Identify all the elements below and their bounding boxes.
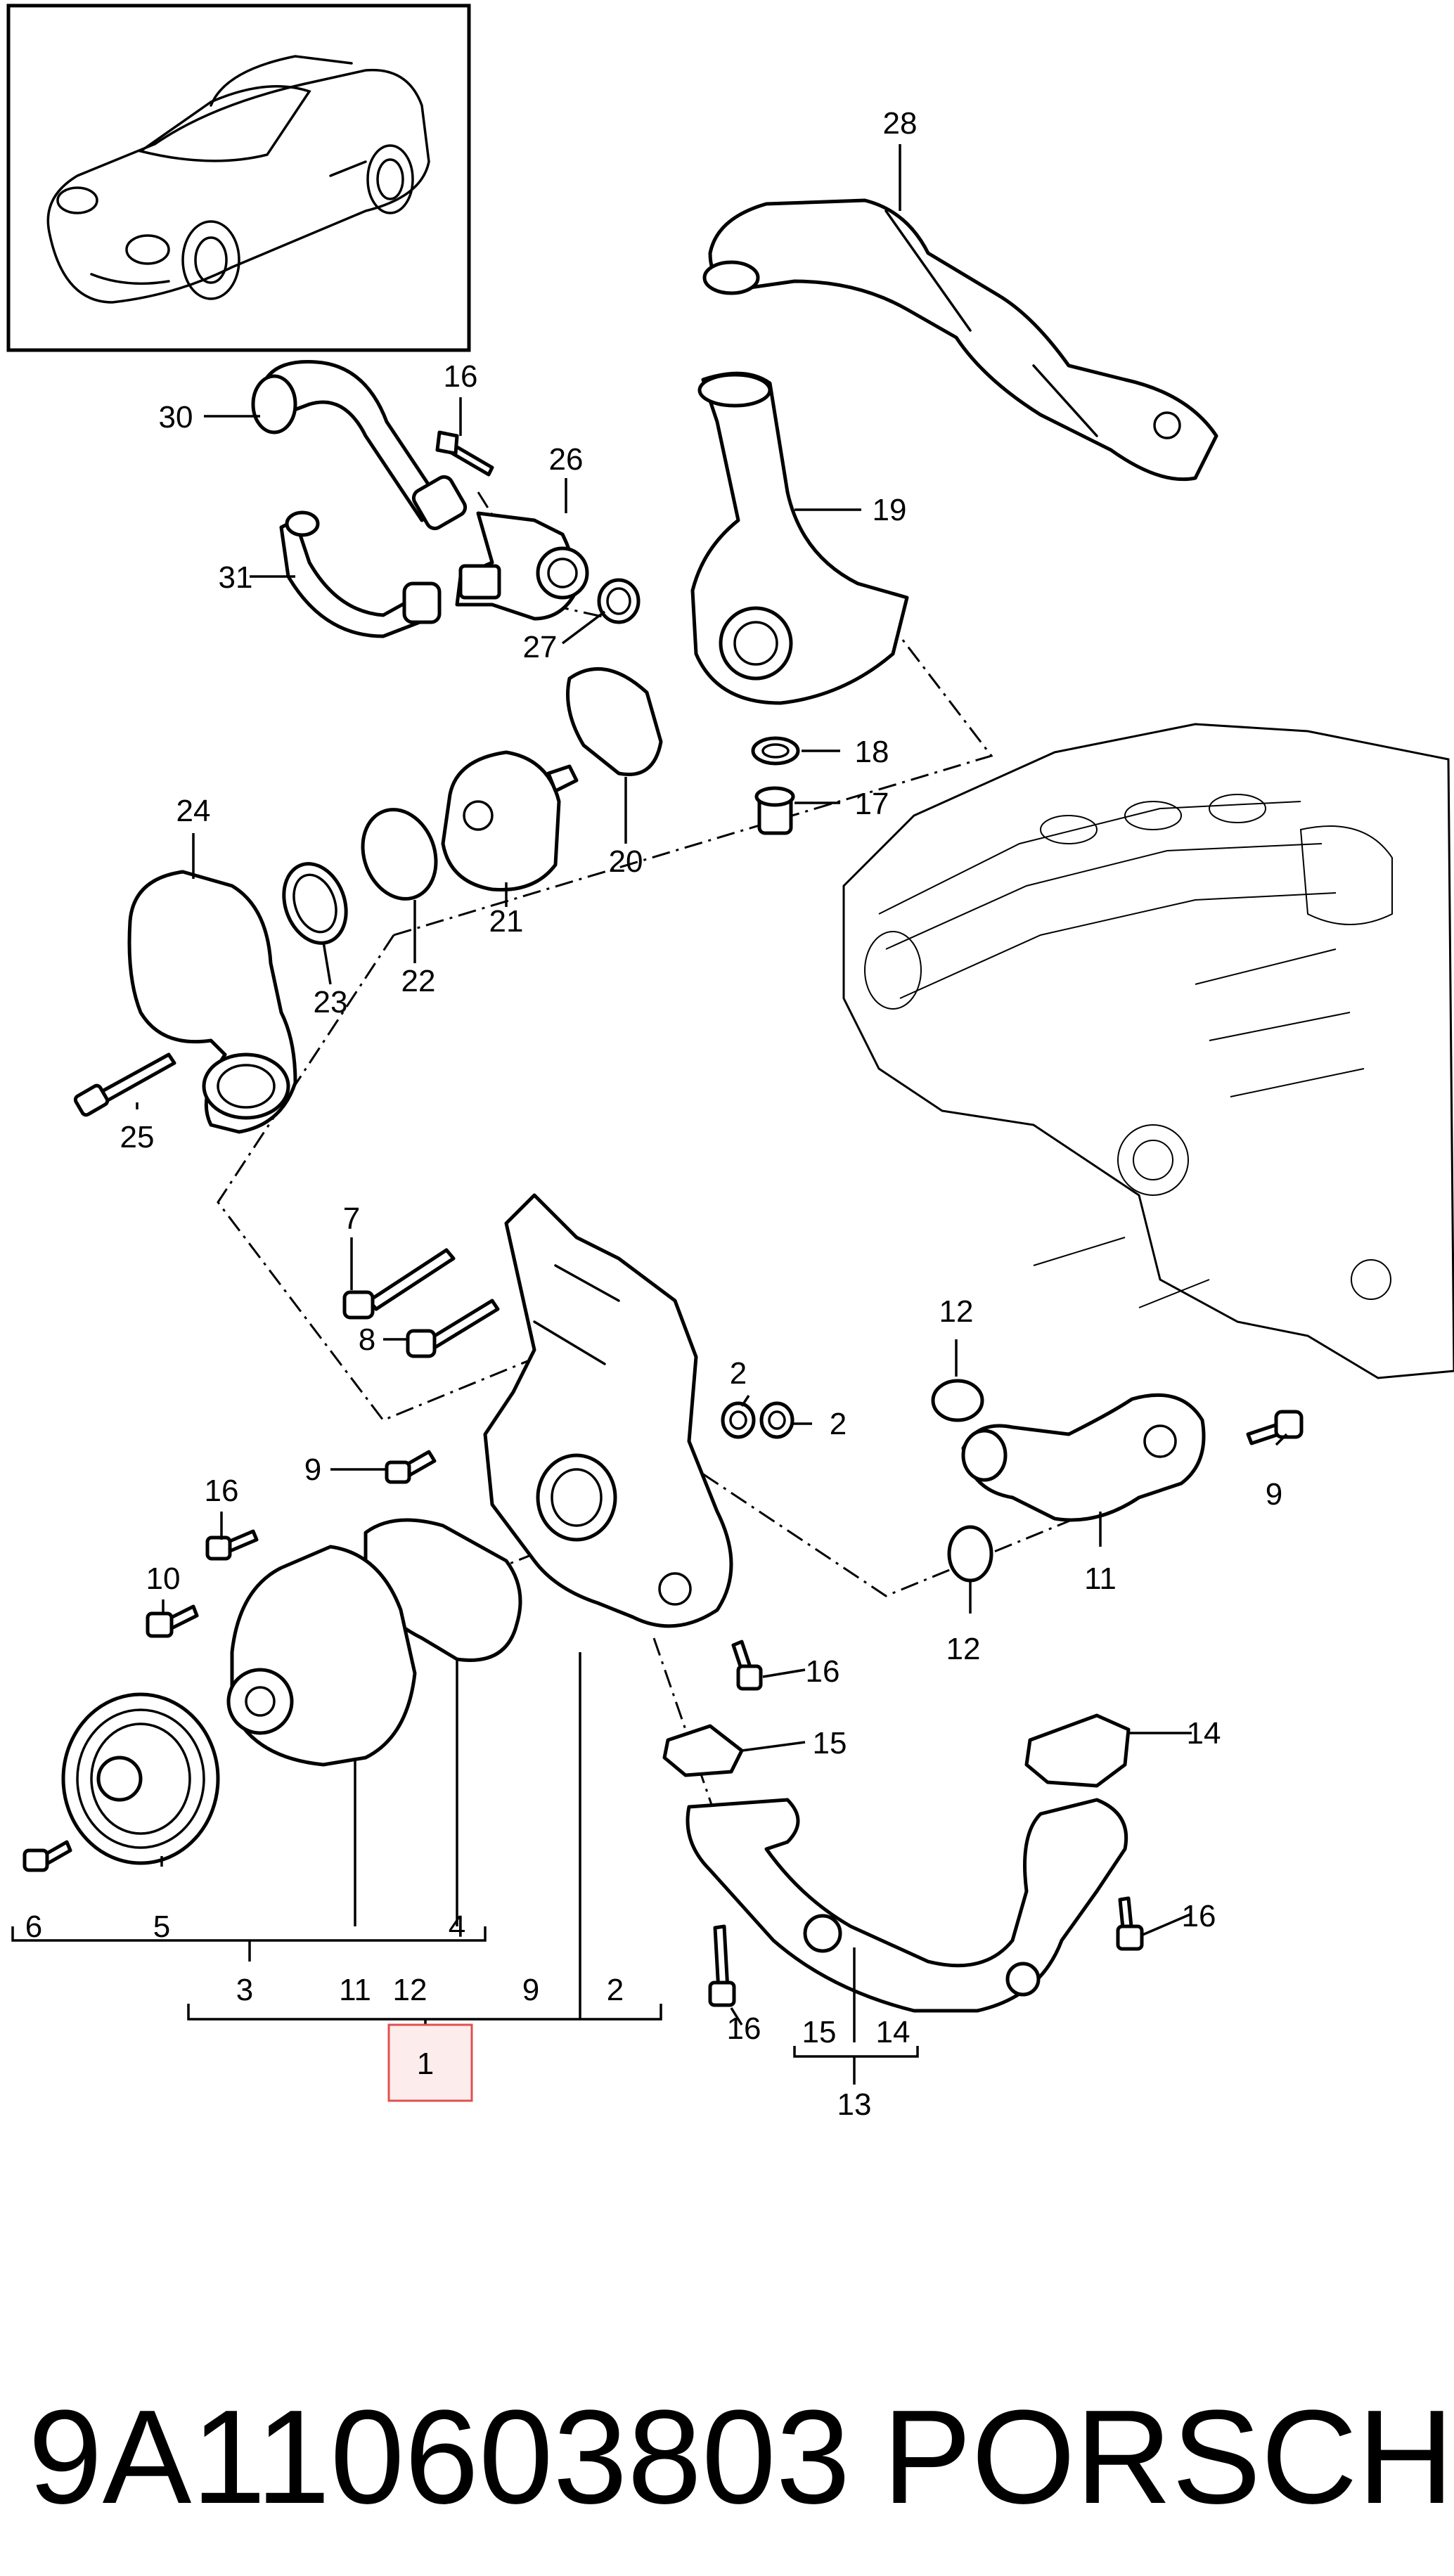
seal-ring-18: [751, 736, 800, 766]
bolt-9-right: [1246, 1410, 1304, 1445]
coolant-pipe-28: [702, 198, 1218, 482]
leader-lines: [11, 144, 1288, 2085]
callout-12-top: 12: [939, 1294, 974, 1329]
callout-2-a: 2: [730, 1356, 747, 1391]
o-ring-22: [361, 808, 438, 901]
callout-28: 28: [883, 106, 918, 141]
callout-22: 22: [401, 964, 436, 998]
callout-12-bottom: 12: [946, 1632, 981, 1666]
callout-26: 26: [549, 442, 584, 477]
callout-27: 27: [523, 630, 558, 664]
callout-30: 30: [159, 400, 193, 434]
water-pump-3: [226, 1545, 417, 1767]
coolant-pipe-13: [686, 1798, 1128, 2013]
bolt-9-left: [385, 1450, 437, 1484]
seal-ring-23: [282, 862, 348, 945]
callout-6: 6: [25, 1910, 42, 1944]
callout-19: 19: [873, 493, 907, 527]
callout-21: 21: [489, 904, 524, 939]
callout-13: 13: [837, 2087, 872, 2122]
callout-24: 24: [176, 794, 211, 828]
callout-11-pipe: 11: [1084, 1561, 1117, 1596]
callout-16-bottom: 16: [727, 2011, 761, 2046]
callout-3: 3: [236, 1973, 253, 2007]
plug-17: [754, 786, 795, 835]
callout-17: 17: [855, 787, 889, 821]
pump-housing-2: [483, 1193, 733, 1628]
highlight-box-part-1: [387, 2023, 473, 2102]
callout-12-group: 12: [393, 1973, 427, 2007]
connector-housing-26: [455, 511, 589, 621]
callout-2-group: 2: [607, 1973, 624, 2007]
callout-9-group: 9: [522, 1973, 539, 2007]
callout-14-gasket: 14: [1187, 1716, 1221, 1751]
callout-16-pump: 16: [205, 1474, 239, 1508]
callout-31: 31: [219, 560, 253, 595]
o-ring-12-top: [931, 1379, 984, 1422]
gasket-14: [1024, 1713, 1131, 1788]
callout-16-mid: 16: [806, 1654, 840, 1689]
callout-11-group: 11: [339, 1973, 371, 2007]
callout-16-top: 16: [444, 359, 478, 394]
bolt-16-pipe-left: [708, 1924, 736, 2007]
callout-labels: 28 16 26 30 19 31 27 18 17 24 20 21 23 2…: [25, 106, 1282, 2122]
callout-23: 23: [314, 985, 348, 1019]
callout-14-group: 14: [876, 2015, 911, 2049]
gasket-15: [662, 1724, 744, 1777]
seal-ring-27: [597, 578, 641, 624]
callout-18: 18: [855, 735, 889, 769]
callout-10: 10: [146, 1561, 181, 1596]
brand-name: PORSCHE: [882, 2383, 1454, 2532]
coolant-pipe-11: [961, 1393, 1206, 1522]
callout-4: 4: [449, 1910, 465, 1944]
car-thumbnail: [6, 4, 471, 352]
bolt-6: [22, 1840, 72, 1872]
callout-15-group: 15: [802, 2015, 837, 2049]
callout-1-highlight: 1: [417, 2047, 434, 2081]
seal-2-a: [721, 1401, 756, 1439]
part-number: 9A110603803: [28, 2383, 850, 2532]
hose-31: [279, 510, 442, 638]
assembly-line-left: [217, 934, 539, 1422]
thermostat-cover-24: [127, 870, 297, 1134]
hose-30: [251, 360, 468, 531]
bolt-10: [146, 1604, 199, 1638]
bolt-16-pipe-right: [1116, 1896, 1144, 1951]
seal-2-b: [759, 1401, 794, 1439]
callout-8: 8: [359, 1322, 375, 1357]
assembly-line-lower: [652, 1637, 719, 1822]
bolt-8: [406, 1299, 500, 1358]
callout-25: 25: [120, 1120, 155, 1154]
bolt-7: [342, 1248, 456, 1320]
callout-16-right: 16: [1182, 1899, 1216, 1933]
pulley-5: [61, 1692, 220, 1865]
callout-20: 20: [609, 844, 643, 879]
callout-15-gasket: 15: [813, 1726, 847, 1760]
bolt-16-mid: [731, 1640, 763, 1691]
callout-9-right: 9: [1266, 1477, 1282, 1512]
o-ring-12-bottom: [947, 1525, 993, 1583]
callout-7: 7: [343, 1202, 360, 1236]
callout-9-left: 9: [304, 1453, 321, 1487]
gasket-20: [566, 666, 663, 776]
callout-2-b: 2: [830, 1407, 847, 1441]
pipe-elbow-19: [690, 371, 909, 705]
bolt-16-top: [435, 430, 494, 477]
engine-block: [842, 723, 1454, 1379]
thermostat-21: [441, 750, 579, 892]
bolt-25: [73, 1052, 176, 1117]
bolt-16-pump: [205, 1529, 259, 1561]
callout-5: 5: [153, 1910, 170, 1944]
